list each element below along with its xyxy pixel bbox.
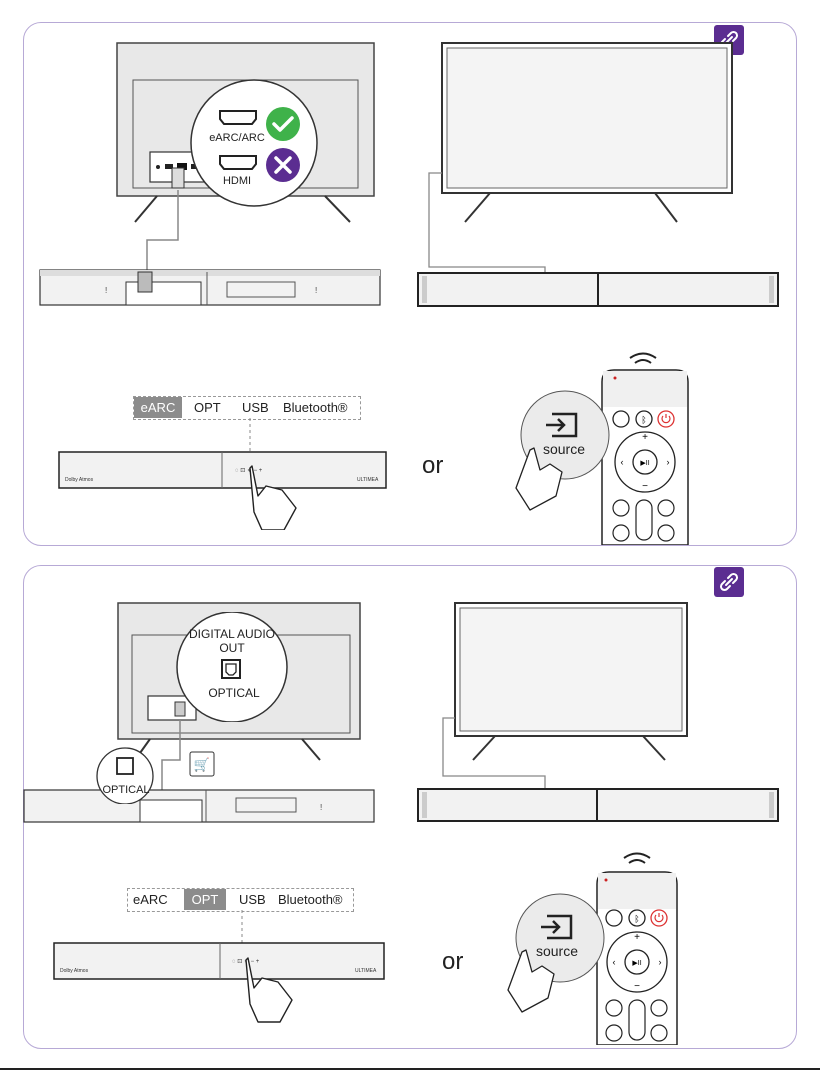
soundbar-front-button-press: Dolby Atmos ULTIMEA ◌ ⊡ ∗ − + bbox=[55, 418, 390, 530]
svg-text:−: − bbox=[634, 981, 640, 992]
mode-earc[interactable]: eARC bbox=[133, 889, 168, 910]
svg-text:ᛒ: ᛒ bbox=[641, 415, 646, 425]
svg-text:›: › bbox=[667, 457, 670, 467]
svg-text:!: ! bbox=[105, 286, 107, 295]
bluetooth-icon[interactable]: ᛒ bbox=[636, 411, 652, 427]
out-label: OUT bbox=[219, 641, 245, 655]
svg-text:›: › bbox=[659, 957, 662, 967]
mode-opt-active[interactable]: OPT bbox=[184, 889, 226, 910]
bluetooth-icon[interactable]: ᛒ bbox=[629, 910, 645, 926]
mode-usb[interactable]: USB bbox=[242, 397, 269, 418]
svg-text:‹: ‹ bbox=[621, 457, 624, 467]
svg-text:▶II: ▶II bbox=[632, 960, 641, 967]
svg-text:◌ ⊡ ∗ − +: ◌ ⊡ ∗ − + bbox=[235, 468, 263, 474]
remote-source-callout-optical: ᛒ ▶II + − ‹ › source bbox=[470, 840, 690, 1045]
digital-audio-label: DIGITAL AUDIO bbox=[189, 627, 275, 641]
soundbar-brand-left: Dolby Atmos bbox=[60, 968, 89, 974]
svg-text:+: + bbox=[642, 432, 648, 443]
svg-text:−: − bbox=[642, 481, 648, 492]
svg-text:!: ! bbox=[315, 286, 317, 295]
hdmi-port-callout: eARC/ARC HDMI bbox=[188, 78, 320, 208]
or-label: or bbox=[422, 452, 443, 480]
svg-text:🛒: 🛒 bbox=[194, 757, 210, 772]
source-label: source bbox=[536, 943, 578, 959]
svg-text:+: + bbox=[634, 932, 640, 943]
optical-port-small-callout: OPTICAL bbox=[88, 744, 162, 804]
mode-usb[interactable]: USB bbox=[239, 889, 266, 910]
optical-label: OPTICAL bbox=[208, 686, 260, 700]
power-icon[interactable] bbox=[651, 910, 667, 926]
optical-out-callout: DIGITAL AUDIO OUT OPTICAL bbox=[172, 612, 294, 722]
source-label: source bbox=[543, 441, 585, 457]
svg-text:!: ! bbox=[320, 803, 322, 812]
or-label: or bbox=[442, 948, 463, 976]
mode-bluetooth[interactable]: Bluetooth® bbox=[278, 889, 343, 910]
wifi-signal-icon bbox=[630, 354, 656, 364]
svg-text:ᛒ: ᛒ bbox=[634, 914, 639, 924]
optical-small-label: OPTICAL bbox=[102, 784, 149, 796]
tv-front-soundbar-optical bbox=[415, 600, 785, 830]
soundbar-brand-left: Dolby Atmos bbox=[65, 477, 94, 483]
svg-text:▶II: ▶II bbox=[640, 460, 649, 467]
earc-arc-label: eARC/ARC bbox=[209, 132, 265, 144]
soundbar-brand-right: ULTIMEA bbox=[357, 477, 379, 483]
cross-icon bbox=[266, 148, 300, 182]
mode-earc-active[interactable]: eARC bbox=[134, 397, 182, 418]
mode-opt[interactable]: OPT bbox=[194, 397, 221, 418]
svg-text:‹: ‹ bbox=[613, 957, 616, 967]
wifi-signal-icon bbox=[624, 854, 650, 864]
hdmi-label: HDMI bbox=[223, 175, 251, 187]
mode-bluetooth[interactable]: Bluetooth® bbox=[283, 397, 348, 418]
soundbar-front-button-press-optical: Dolby Atmos ULTIMEA ◌ ⊡ ∗ − + bbox=[50, 910, 390, 1025]
link-icon[interactable] bbox=[714, 567, 744, 597]
power-icon[interactable] bbox=[658, 411, 674, 427]
check-icon bbox=[266, 107, 300, 141]
tv-front-soundbar bbox=[415, 40, 785, 310]
bottom-rule bbox=[0, 1068, 820, 1070]
soundbar-brand-right: ULTIMEA bbox=[355, 968, 377, 974]
remote-source-callout: ᛒ ▶II + − ‹ › source bbox=[470, 340, 690, 545]
